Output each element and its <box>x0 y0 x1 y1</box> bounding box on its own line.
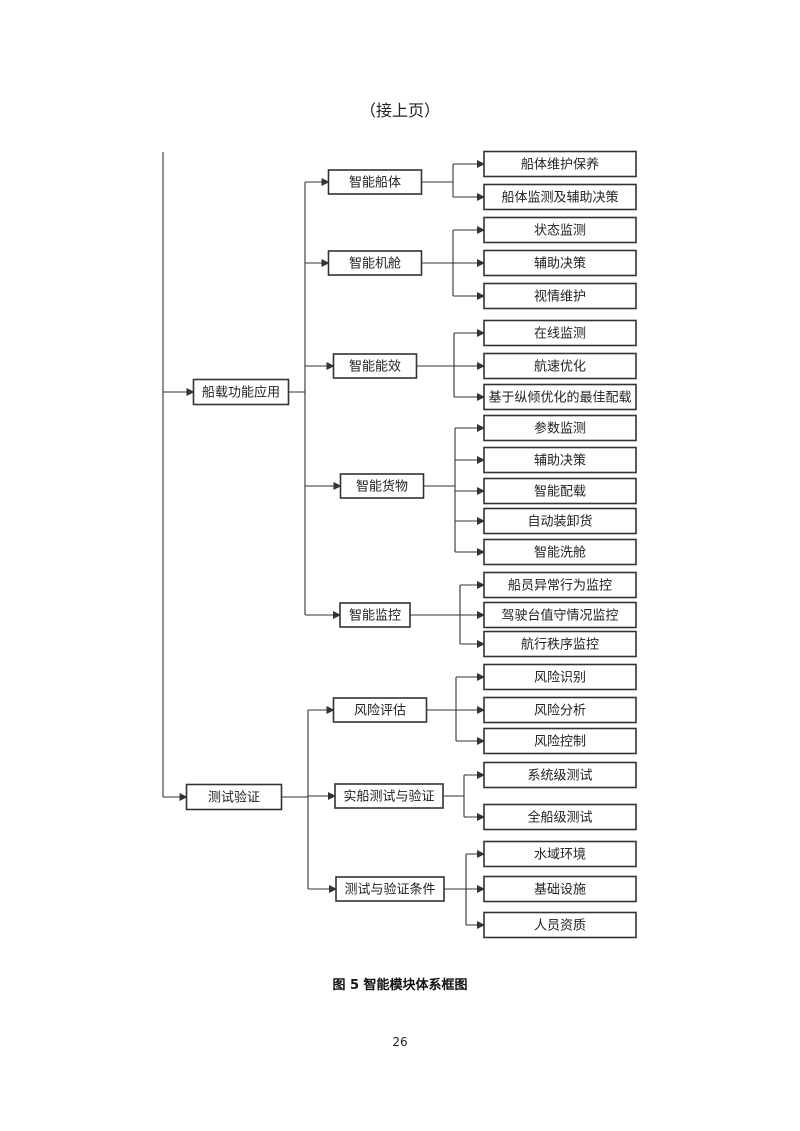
onboard-applications-module-1-item-1-box-label: 辅助决策 <box>534 256 586 272</box>
onboard-applications-module-3-item-3-box: 自动装卸货 <box>483 507 637 535</box>
testing-verification-module-1-box-label: 实船测试与验证 <box>343 789 434 805</box>
testing-verification-box: 测试验证 <box>185 783 283 811</box>
testing-verification-module-2-item-0-box: 水域环境 <box>483 840 637 868</box>
onboard-applications-module-4-item-2-box: 航行秩序监控 <box>483 630 637 658</box>
onboard-applications-module-2-item-1-box: 航速优化 <box>483 352 637 380</box>
onboard-applications-module-3-item-0-box: 参数监测 <box>483 414 637 442</box>
testing-verification-module-2-box-label: 测试与验证条件 <box>344 882 435 898</box>
page-number: 26 <box>392 1035 408 1049</box>
onboard-applications-module-3-item-0-box-label: 参数监测 <box>534 421 586 437</box>
onboard-applications-module-4-item-0-box: 船员异常行为监控 <box>483 571 637 599</box>
testing-verification-module-1-item-1-box: 全船级测试 <box>483 803 637 831</box>
onboard-applications-module-3-item-4-box: 智能洗舱 <box>483 538 637 566</box>
onboard-applications-module-1-item-2-box: 视情维护 <box>483 282 637 310</box>
onboard-applications-module-3-box: 智能货物 <box>339 473 425 499</box>
onboard-applications-module-2-item-2-box-label: 基于纵倾优化的最佳配载 <box>488 390 631 406</box>
onboard-applications-module-2-item-0-box: 在线监测 <box>483 319 637 347</box>
testing-verification-module-1-box: 实船测试与验证 <box>334 783 444 809</box>
testing-verification-module-0-item-0-box: 风险识别 <box>483 663 637 691</box>
onboard-applications-module-4-item-1-box: 驾驶台值守情况监控 <box>483 601 637 629</box>
onboard-applications-module-3-item-2-box-label: 智能配载 <box>534 485 586 500</box>
onboard-applications-module-1-box: 智能机舱 <box>327 250 423 276</box>
onboard-applications-module-2-box-label: 智能能效 <box>349 360 401 375</box>
testing-verification-module-0-item-2-box: 风险控制 <box>483 727 637 755</box>
onboard-applications-module-0-box: 智能船体 <box>327 169 423 195</box>
onboard-applications-module-4-item-2-box-label: 航行秩序监控 <box>521 637 599 653</box>
onboard-applications-module-4-box: 智能监控 <box>339 602 411 628</box>
testing-verification-module-0-item-1-box-label: 风险分析 <box>534 704 586 719</box>
onboard-applications-module-1-item-0-box: 状态监测 <box>483 216 637 244</box>
testing-verification-module-2-box: 测试与验证条件 <box>335 876 445 902</box>
onboard-applications-module-1-item-0-box-label: 状态监测 <box>534 224 586 239</box>
testing-verification-module-1-item-0-box-label: 系统级测试 <box>527 769 592 784</box>
onboard-applications-module-3-item-1-box: 辅助决策 <box>483 446 637 474</box>
testing-verification-module-0-box-label: 风险评估 <box>354 704 406 719</box>
testing-verification-module-0-box: 风险评估 <box>332 697 428 723</box>
onboard-applications-module-0-item-1-box: 船体监测及辅助决策 <box>483 183 637 211</box>
onboard-applications-module-1-item-2-box-label: 视情维护 <box>534 290 586 305</box>
testing-verification-module-2-item-0-box-label: 水域环境 <box>534 848 586 863</box>
onboard-applications-module-1-item-1-box: 辅助决策 <box>483 249 637 277</box>
onboard-applications-module-3-item-1-box-label: 辅助决策 <box>534 453 586 469</box>
testing-verification-module-1-item-1-box-label: 全船级测试 <box>527 810 592 826</box>
onboard-applications-module-3-item-2-box: 智能配载 <box>483 477 637 505</box>
onboard-applications-module-0-item-0-box: 船体维护保养 <box>483 150 637 178</box>
onboard-applications-module-2-item-1-box-label: 航速优化 <box>534 359 586 375</box>
onboard-applications-module-2-item-2-box: 基于纵倾优化的最佳配载 <box>483 383 637 411</box>
onboard-applications-module-2-item-0-box-label: 在线监测 <box>534 327 586 342</box>
testing-verification-module-2-item-1-box-label: 基础设施 <box>534 883 586 898</box>
onboard-applications-module-4-box-label: 智能监控 <box>349 609 401 624</box>
testing-verification-module-0-item-2-box-label: 风险控制 <box>534 735 586 750</box>
testing-verification-module-0-item-1-box: 风险分析 <box>483 696 637 724</box>
onboard-applications-module-4-item-1-box-label: 驾驶台值守情况监控 <box>501 608 618 624</box>
onboard-applications-module-3-item-4-box-label: 智能洗舱 <box>534 546 586 561</box>
onboard-applications-module-0-item-1-box-label: 船体监测及辅助决策 <box>501 190 618 206</box>
testing-verification-module-1-item-0-box: 系统级测试 <box>483 761 637 789</box>
testing-verification-module-2-item-2-box-label: 人员资质 <box>534 919 586 934</box>
testing-verification-box-label: 测试验证 <box>208 790 260 806</box>
onboard-applications-module-3-box-label: 智能货物 <box>356 479 408 495</box>
onboard-applications-module-0-item-0-box-label: 船体维护保养 <box>521 157 599 173</box>
testing-verification-module-0-item-0-box-label: 风险识别 <box>534 671 586 686</box>
onboard-applications-box-label: 船载功能应用 <box>202 385 280 401</box>
onboard-applications-module-4-item-0-box-label: 船员异常行为监控 <box>508 579 612 594</box>
onboard-applications-module-0-box-label: 智能船体 <box>349 176 401 191</box>
figure-caption: 图 5 智能模块体系框图 <box>332 978 468 993</box>
testing-verification-module-2-item-1-box: 基础设施 <box>483 875 637 903</box>
continuation-label: （接上页） <box>359 101 440 120</box>
onboard-applications-module-1-box-label: 智能机舱 <box>349 257 401 272</box>
testing-verification-module-2-item-2-box: 人员资质 <box>483 911 637 939</box>
onboard-applications-module-3-item-3-box-label: 自动装卸货 <box>527 514 592 530</box>
onboard-applications-module-2-box: 智能能效 <box>332 353 418 379</box>
onboard-applications-box: 船载功能应用 <box>192 378 290 406</box>
